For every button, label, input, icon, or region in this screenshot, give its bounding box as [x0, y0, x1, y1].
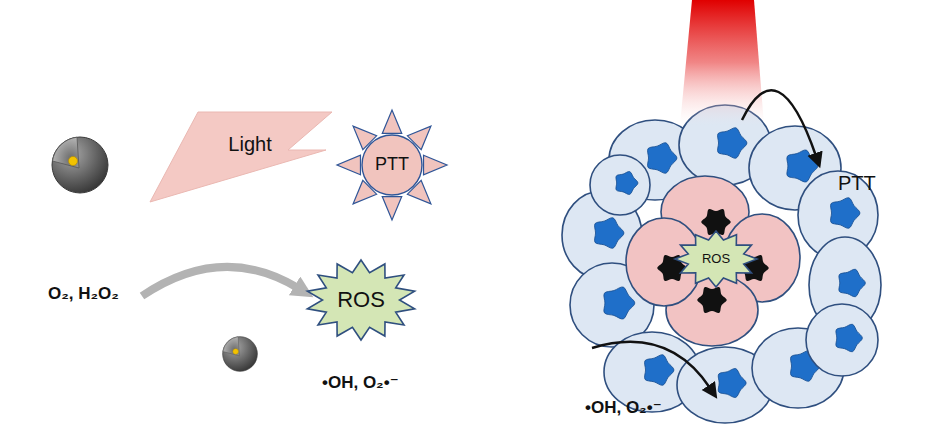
node-label: PTT [375, 155, 409, 175]
cell [806, 304, 878, 376]
ptt-sun: PTT [334, 107, 450, 223]
node-label: Light [228, 133, 271, 155]
light-bolt: Light [150, 110, 334, 206]
nanoparticle-cluster [697, 287, 726, 313]
ros-burst: ROS [304, 258, 418, 342]
species-label: •OH, O₂•⁻ [322, 374, 399, 393]
heat-arrow [742, 90, 816, 156]
tumor-cluster [562, 105, 881, 423]
reaction-arrow [142, 267, 298, 296]
light-beam [680, 0, 764, 125]
nanoparticle [52, 137, 108, 193]
effect-label: PTT [838, 172, 876, 194]
node-label: ROS [702, 252, 730, 266]
cell [590, 155, 650, 215]
light-bolt-outline [150, 110, 334, 206]
ros-burst: ROS [673, 229, 759, 289]
reactant-label: O₂, H₂O₂ [48, 285, 119, 304]
node-label: ROS [337, 288, 385, 312]
species-label: •OH, O₂•⁻ [585, 399, 662, 418]
ros-arrow [592, 342, 710, 388]
nanoparticle [223, 337, 258, 372]
